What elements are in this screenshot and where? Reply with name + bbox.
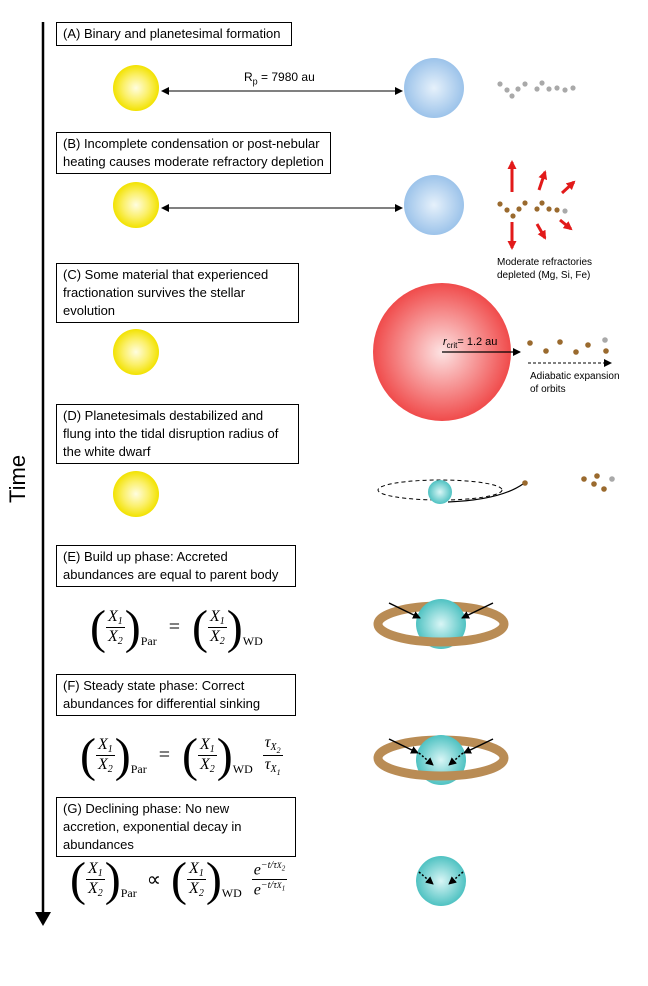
host-star: [113, 182, 159, 228]
caption-panel-e: (E) Build up phase: Accreted abundances …: [56, 545, 296, 587]
companion-star: [404, 58, 464, 118]
expansion-note: Adiabatic expansion of orbits: [530, 371, 620, 395]
accretion-arrow: [461, 602, 494, 619]
caption-panel-a: (A) Binary and planetesimal formation: [56, 22, 292, 46]
separation-label: Rp = 7980 au: [244, 70, 315, 87]
companion-star: [404, 175, 464, 235]
infalling-planetesimal: [522, 480, 528, 486]
white-dwarf: [416, 856, 466, 906]
caption-panel-g: (G) Declining phase: No new accretion, e…: [56, 797, 296, 857]
sinking-arrow: [448, 871, 464, 885]
host-star: [113, 65, 159, 111]
planetesimals-brown: [497, 200, 568, 219]
planetesimals-expanded: [527, 337, 609, 355]
critical-radius-label: rcrit= 1.2 au: [443, 336, 498, 351]
debris-disk-front: [373, 757, 509, 781]
planetesimals-grey: [497, 80, 576, 99]
caption-panel-f: (F) Steady state phase: Correct abundanc…: [56, 674, 296, 716]
accretion-arrow: [388, 602, 421, 619]
white-dwarf: [416, 599, 466, 649]
accretion-arrow: [463, 738, 494, 754]
depletion-note: Moderate refractories depleted (Mg, Si, …: [497, 257, 593, 281]
accretion-arrow: [388, 738, 419, 754]
time-axis-arrowhead: [35, 912, 51, 926]
sinking-arrow: [418, 871, 434, 885]
planetesimals-remaining: [581, 473, 615, 492]
host-star: [113, 471, 159, 517]
caption-panel-c: (C) Some material that experienced fract…: [56, 263, 299, 323]
time-axis-label: Time: [5, 454, 30, 503]
depletion-arrows: [507, 160, 576, 250]
debris-disk-front: [373, 623, 509, 647]
infall-trajectory: [447, 483, 524, 503]
host-star: [113, 329, 159, 375]
white-dwarf: [428, 480, 452, 504]
sinking-arrow: [448, 752, 464, 766]
caption-panel-b: (B) Incomplete condensation or post-nebu…: [56, 132, 331, 174]
caption-panel-d: (D) Planetesimals destabilized and flung…: [56, 404, 299, 464]
sinking-arrow: [418, 752, 434, 766]
